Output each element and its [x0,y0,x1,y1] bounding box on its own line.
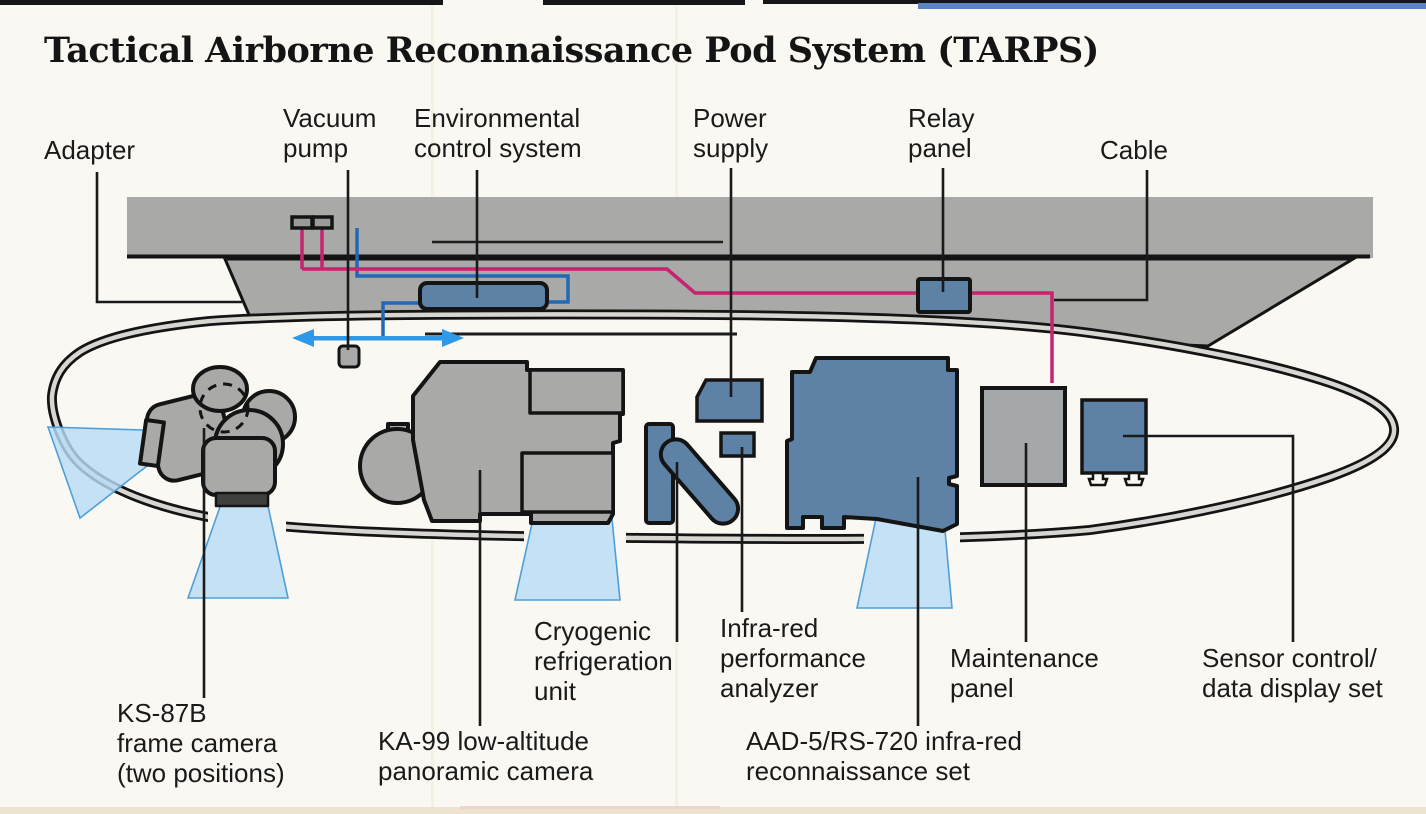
sensor-control-unit [1080,398,1148,487]
ir-performance-analyzer [719,431,756,458]
label-cryogenic: Cryogenic refrigeration unit [534,616,673,706]
power-supply-unit [695,378,764,423]
unit-foot [1087,471,1109,487]
label-vacuum-pump: Vacuum pump [283,103,377,163]
label-cable: Cable [1100,135,1168,165]
label-sensor-control: Sensor control/ data display set [1202,643,1383,703]
ks87b-alternate-position-dashed [198,382,250,434]
leader-sensor-control [1123,434,1295,642]
environmental-control-unit [418,281,549,311]
label-adapter: Adapter [44,135,136,165]
label-ka99: KA-99 low-altitude panoramic camera [378,726,594,786]
label-maintenance: Maintenance panel [950,643,1099,703]
aad5-ir-reconnaissance-set [785,356,959,533]
cable-magenta [300,228,1054,383]
label-ks87b: KS-87B frame camera (two positions) [117,698,285,788]
ks87b-side-beam [46,426,148,520]
ka99-camera [358,360,625,525]
ks87b-bottom-window-plate [214,491,270,508]
page-title: Tactical Airborne Reconnaissance Pod Sys… [44,30,1099,71]
leader-lines [95,168,1295,726]
unit-foot [1123,471,1145,487]
ka99-down-beam [514,518,621,601]
cryogenic-refrigeration-unit [644,422,741,526]
label-ir-analyzer: Infra-red performance analyzer [720,613,866,703]
label-aad5: AAD-5/RS-720 infra-red reconnaissance se… [746,726,1022,786]
fuselage-fittings [290,215,334,230]
vacuum-pipes [355,228,570,336]
sensor-beams [46,426,953,609]
ks87b-camera [138,365,297,508]
aircraft-fuselage-band [127,197,1373,258]
page-edge-top [0,0,1426,9]
label-relay-panel: Relay panel [908,103,975,163]
ks87b-side-window-mount [138,417,166,469]
maintenance-panel-unit [980,386,1067,487]
label-power-supply: Power supply [693,103,769,163]
leader-cable [1054,170,1149,302]
label-environmental-control: Environmental control system [414,103,582,163]
leader-adapter [95,172,242,304]
page-edge-bottom [0,806,1426,814]
motion-arrow [292,329,464,347]
